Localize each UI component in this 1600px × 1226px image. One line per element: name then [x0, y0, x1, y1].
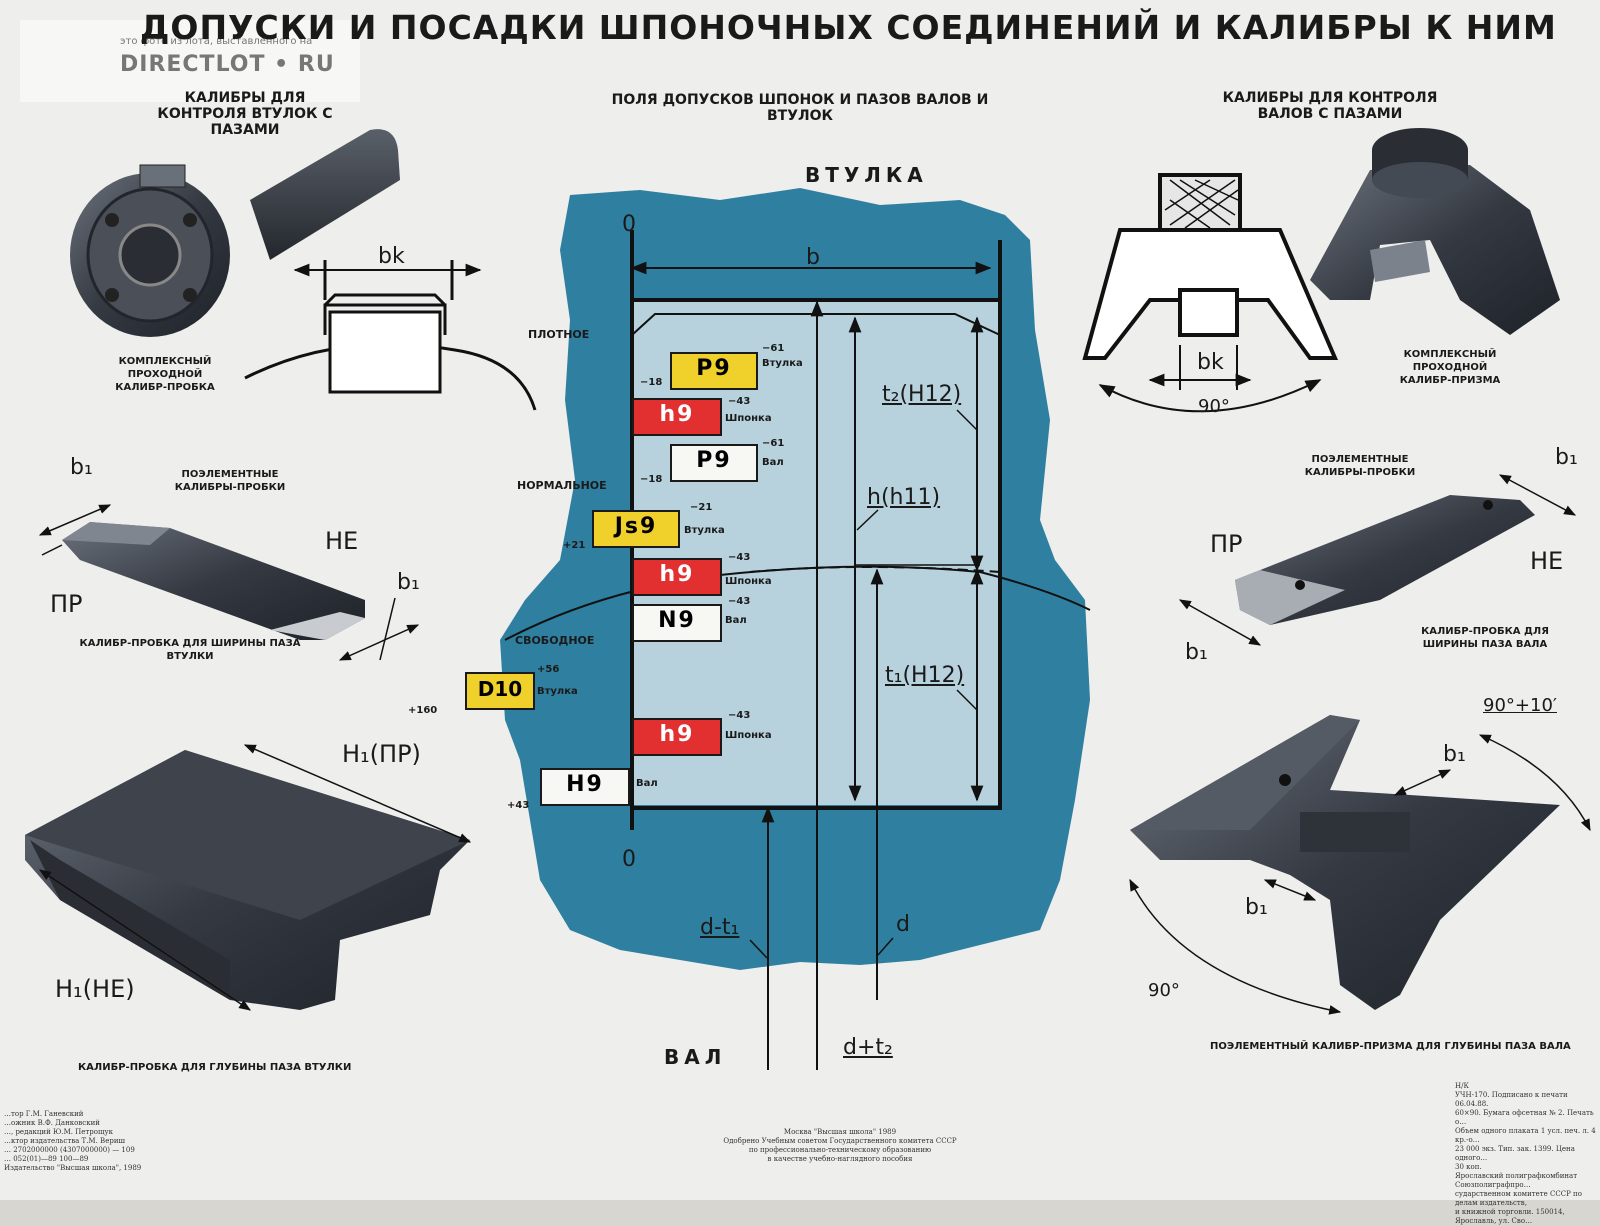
zone-n9-shaft-part: Вал: [725, 615, 747, 626]
complex-plug-gauge-drawing: [70, 129, 400, 337]
fit-free: СВОБОДНОЕ: [515, 634, 595, 647]
watermark-line1: это фото из лота, выставленного на: [120, 36, 313, 47]
left-b1-right: b₁: [397, 570, 420, 595]
zone-js9-hub: Js9: [592, 510, 680, 548]
footer-print-info: Н/К УЧН-170. Подписано к печати 06.04.88…: [1455, 1082, 1596, 1225]
zone-d10-hub: D10: [465, 672, 535, 710]
zone-js9-hub-upper: +21: [563, 540, 586, 551]
zone-js9-hub-lower: −21: [690, 502, 713, 513]
right-bk-label: bk: [1197, 350, 1224, 375]
right-element-header: ПОЭЛЕМЕНТНЫЕ КАЛИБРЫ-ПРОБКИ: [1304, 454, 1416, 478]
right-b1-top: b₁: [1555, 445, 1578, 470]
left-pr-label: ПР: [50, 590, 83, 618]
zone-p9-hub: P9: [670, 352, 758, 390]
t2-label: t₂(H12): [882, 382, 962, 407]
center-header: ПОЛЯ ДОПУСКОВ ШПОНОК И ПАЗОВ ВАЛОВ И ВТУ…: [611, 92, 989, 124]
zero-top: 0: [622, 212, 636, 237]
left-header: КАЛИБРЫ ДЛЯ КОНТРОЛЯ ВТУЛОК С ПАЗАМИ: [157, 90, 333, 138]
zone-h9-key-1: h9: [632, 398, 722, 436]
watermark-panel: [20, 20, 360, 102]
fit-tight: ПЛОТНОЕ: [528, 328, 590, 341]
right-angle-90-prism: 90°: [1148, 980, 1180, 1001]
width-plug-right-drawing: [1235, 495, 1535, 625]
t1-label: t₁(H12): [885, 663, 965, 688]
zone-h9-key-3-part: Шпонка: [725, 730, 772, 741]
poster-title: ДОПУСКИ И ПОСАДКИ ШПОНОЧНЫХ СОЕДИНЕНИЙ И…: [140, 8, 1557, 47]
zone-h9-key-2-part: Шпонка: [725, 576, 772, 587]
left-b1-top: b₁: [70, 455, 93, 480]
watermark-logo: DIRECTLOT • RU: [120, 52, 335, 77]
right-prism-caption: ПОЭЛЕМЕНТНЫЙ КАЛИБР-ПРИЗМА ДЛЯ ГЛУБИНЫ П…: [1210, 1041, 1571, 1052]
depth-plug-left-drawing: [25, 750, 470, 1010]
shaft-label: ВАЛ: [664, 1045, 727, 1069]
right-b1-prism-top: b₁: [1443, 742, 1466, 767]
h-label: h(h11): [867, 485, 941, 510]
left-ne-label: НЕ: [325, 527, 359, 555]
hub-label: ВТУЛКА: [805, 163, 928, 187]
zone-h9-key-1-part: Шпонка: [725, 413, 772, 424]
right-complex-caption: КОМПЛЕКСНЫЙ ПРОХОДНОЙ КАЛИБР-ПРИЗМА: [1399, 349, 1501, 386]
hub-slot-drawing: [244, 260, 537, 411]
zone-n9-shaft: N9: [632, 604, 722, 642]
zone-n9-shaft-lower: −43: [728, 596, 751, 607]
footer-publisher: Москва "Высшая школа" 1989 Одобрено Учеб…: [723, 1128, 957, 1163]
d-plus-t2-label: d+t₂: [843, 1035, 893, 1060]
zone-h9-key-3: h9: [632, 718, 722, 756]
zone-p9-shaft-upper: −18: [640, 474, 663, 485]
zero-bottom: 0: [622, 847, 636, 872]
right-angle-90: 90°: [1198, 396, 1230, 417]
left-bk-label: bk: [378, 244, 405, 269]
zone-p9-hub-part: Втулка: [762, 358, 803, 369]
d-label: d: [896, 912, 910, 937]
zone-h9-shaft: H9: [540, 768, 630, 806]
zone-h9-shaft-part: Вал: [636, 778, 658, 789]
zone-js9-hub-part: Втулка: [684, 525, 725, 536]
fit-normal: НОРМАЛЬНОЕ: [517, 479, 607, 492]
left-complex-caption: КОМПЛЕКСНЫЙ ПРОХОДНОЙ КАЛИБР-ПРОБКА: [115, 356, 215, 393]
zone-h9-shaft-upper: +43: [507, 800, 530, 811]
zone-p9-hub-lower: −61: [762, 343, 785, 354]
d-minus-t1-label: d-t₁: [700, 915, 740, 940]
zone-d10-hub-upper: +160: [408, 705, 438, 716]
b-label: b: [806, 245, 820, 270]
width-plug-left-drawing: [62, 522, 365, 640]
zone-d10-hub-lower: +56: [537, 664, 560, 675]
zone-p9-shaft-part: Вал: [762, 457, 784, 468]
left-depth-caption: КАЛИБР-ПРОБКА ДЛЯ ГЛУБИНЫ ПАЗА ВТУЛКИ: [78, 1062, 352, 1073]
right-ne-label: НЕ: [1530, 547, 1564, 575]
right-header: КАЛИБРЫ ДЛЯ КОНТРОЛЯ ВАЛОВ С ПАЗАМИ: [1222, 90, 1438, 122]
right-width-caption: КАЛИБР-ПРОБКА ДЛЯ ШИРИНЫ ПАЗА ВАЛА: [1421, 626, 1549, 650]
zone-h9-key-1-lower: −43: [728, 396, 751, 407]
zone-p9-shaft: P9: [670, 444, 758, 482]
right-angle-tolerance: 90°+10′: [1483, 695, 1557, 716]
left-element-header: ПОЭЛЕМЕНТНЫЕ КАЛИБРЫ-ПРОБКИ: [174, 469, 286, 493]
left-width-caption: КАЛИБР-ПРОБКА ДЛЯ ШИРИНЫ ПАЗА ВТУЛКИ: [79, 638, 301, 662]
zone-p9-shaft-lower: −61: [762, 438, 785, 449]
left-h1-pr: H₁(ПР): [342, 740, 421, 768]
zone-p9-hub-upper: −18: [640, 377, 663, 388]
zone-h9-key-2: h9: [632, 558, 722, 596]
complex-prism-3d-drawing: [1310, 128, 1560, 335]
complex-prism-drawing: [1082, 173, 1339, 413]
left-h1-ne: H₁(НЕ): [55, 975, 135, 1003]
right-pr-label: ПР: [1210, 530, 1243, 558]
depth-prism-drawing: [1130, 715, 1560, 1010]
right-b1-prism-bottom: b₁: [1245, 895, 1268, 920]
poster-drawing: [25, 128, 1591, 1070]
zone-d10-hub-part: Втулка: [537, 686, 578, 697]
right-b1-bottom: b₁: [1185, 640, 1208, 665]
zone-h9-key-2-lower: −43: [728, 552, 751, 563]
zone-h9-key-3-lower: −43: [728, 710, 751, 721]
footer-credits: …тор Г.М. Ганевский …ожник В.Ф. Данковск…: [4, 1110, 142, 1172]
